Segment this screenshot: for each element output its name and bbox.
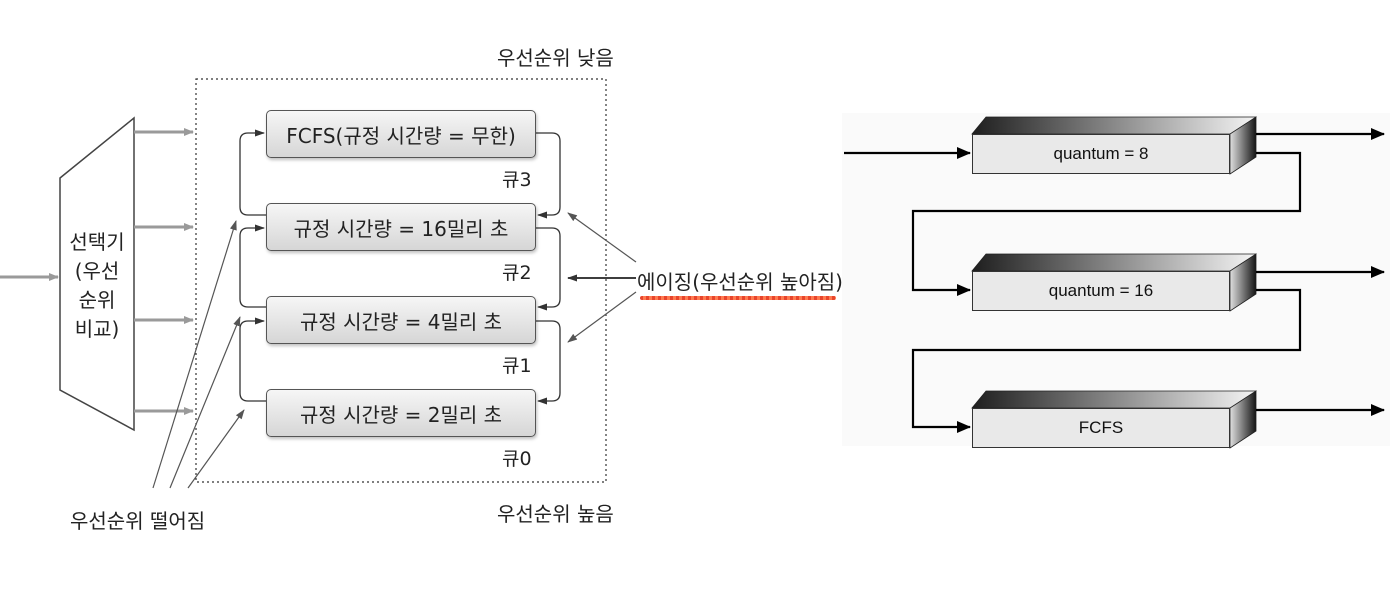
spellcheck-underline — [640, 296, 836, 300]
mlq-queue-fcfs: FCFS — [972, 408, 1230, 448]
aging-arrow — [567, 212, 637, 263]
queue-3-box: FCFS(규정 시간량 = 무한) — [266, 110, 536, 158]
downward-loop — [536, 132, 561, 219]
selector-label-line: 순위 — [78, 288, 116, 312]
queue-frame — [195, 78, 607, 483]
feedback-loop — [239, 224, 266, 308]
mlq-demotion-path — [911, 288, 1302, 433]
queue-1-box: 규정 시간량 = 4밀리 초 — [266, 296, 536, 344]
high-priority-label: 우선순위 높음 — [497, 502, 614, 526]
demotion-arrow — [187, 409, 245, 489]
demotion-label: 우선순위 떨어짐 — [70, 509, 206, 533]
queue-0-text: 규정 시간량 = 2밀리 초 — [299, 402, 503, 427]
feedback-loop — [239, 129, 266, 216]
mlq-queue-text: quantum = 8 — [1053, 144, 1149, 163]
selector-label-line: 비교) — [74, 317, 120, 341]
mlq-queue-quantum-8: quantum = 8 — [972, 134, 1230, 174]
queue-3-text: FCFS(규정 시간량 = 무한) — [286, 123, 516, 148]
mlq-box-3d — [971, 116, 1257, 175]
mlq-box-3d — [971, 390, 1257, 449]
queue-2-text: 규정 시간량 = 16밀리 초 — [293, 216, 509, 241]
demotion-arrow — [152, 220, 237, 489]
demotion-arrow — [169, 316, 241, 489]
downward-loop — [536, 227, 561, 311]
selector-label-line: (우선 — [74, 259, 120, 283]
queue-0-label: 큐0 — [502, 448, 532, 470]
downward-loop — [536, 320, 561, 405]
aging-label: 에이징(우선순위 높아짐) — [637, 270, 843, 294]
queue-2-box: 규정 시간량 = 16밀리 초 — [266, 203, 536, 251]
mlq-box-3d — [971, 253, 1257, 312]
queue-1-label: 큐1 — [502, 355, 532, 377]
low-priority-label: 우선순위 낮음 — [497, 46, 614, 70]
queue-0-box: 규정 시간량 = 2밀리 초 — [266, 389, 536, 437]
aging-arrow — [567, 291, 637, 343]
mlq-queue-text: FCFS — [1078, 418, 1124, 437]
selector-shape — [59, 116, 135, 432]
mlq-queue-text: quantum = 16 — [1048, 281, 1154, 300]
mlq-queue-quantum-16: quantum = 16 — [972, 271, 1230, 311]
selector-label: 선택기 (우선 순위 비교) — [62, 228, 132, 344]
selector-label-line: 선택기 — [69, 230, 125, 254]
queue-1-text: 규정 시간량 = 4밀리 초 — [299, 309, 503, 334]
feedback-loop — [239, 317, 266, 402]
queue-3-label: 큐3 — [502, 169, 532, 191]
mlq-demotion-path — [911, 151, 1302, 296]
queue-2-label: 큐2 — [502, 262, 532, 284]
